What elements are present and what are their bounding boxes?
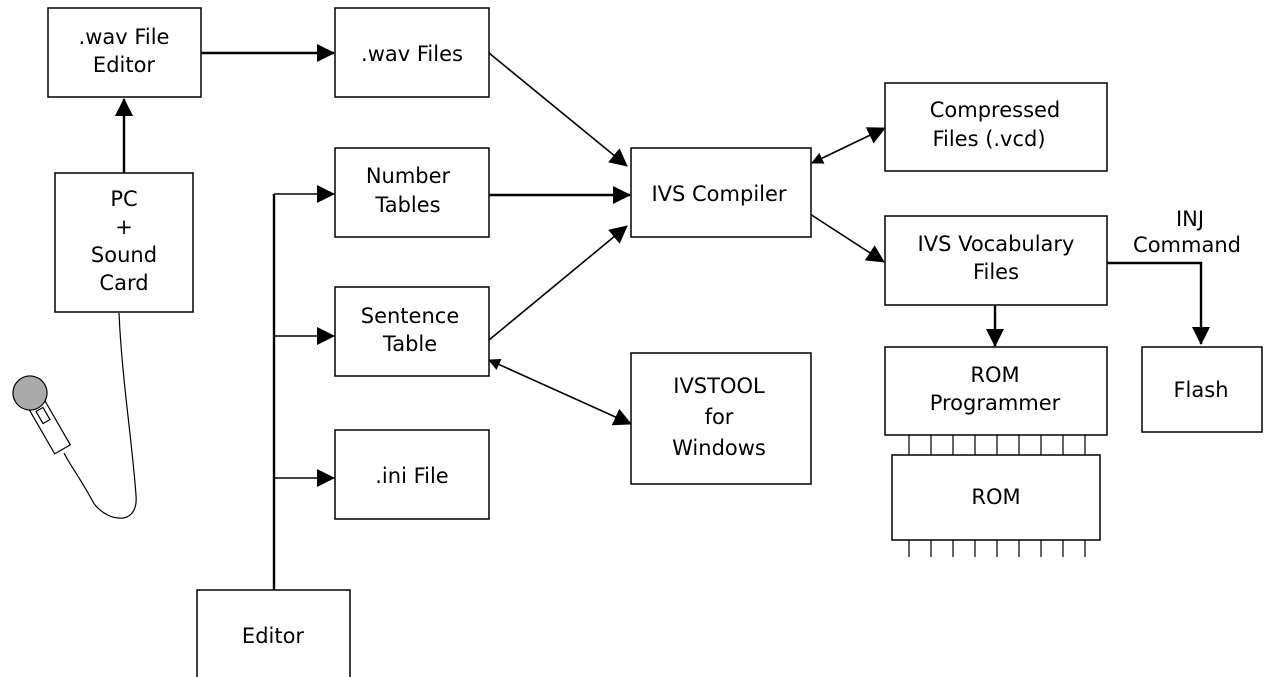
ivstool-box: IVSTOOL for Windows [630, 352, 812, 485]
ivs-compiler-label: IVS Compiler [651, 182, 786, 206]
wav-files-box: .wav Files [334, 7, 490, 98]
pc-label-2: + [115, 215, 133, 239]
ivs-vocabulary-files-box: IVS Vocabulary Files [884, 215, 1108, 306]
wav-file-editor-box: .wav File Editor [47, 7, 202, 98]
number-tables-box: Number Tables [334, 147, 490, 238]
rom-label: ROM [971, 485, 1020, 509]
microphone-icon [12, 312, 137, 519]
pc-label-4: Card [99, 271, 148, 295]
editor-label: Editor [242, 624, 305, 648]
compressed-files-label-1: Compressed [930, 98, 1061, 122]
ivs-vocabulary-label-1: IVS Vocabulary [918, 232, 1075, 256]
editor-box: Editor [196, 589, 351, 677]
flash-label: Flash [1173, 378, 1228, 402]
ivstool-label-1: IVSTOOL [673, 374, 765, 398]
rom-programmer-label-2: Programmer [930, 391, 1061, 415]
ini-file-label: .ini File [375, 464, 448, 488]
ivstool-label-2: for [705, 405, 734, 429]
pc-label-3: Sound [91, 243, 157, 267]
edge-compiler-to-vocab [809, 213, 885, 263]
edge-compiler-compressed [811, 127, 886, 164]
edge-sentence-table-to-compiler [488, 225, 628, 341]
ivstool-label-3: Windows [672, 436, 766, 460]
ivs-compiler-box: IVS Compiler [630, 147, 812, 238]
rom-programmer-pins [908, 435, 1086, 455]
edge-wav-files-to-compiler [488, 52, 628, 167]
edge-sentence-table-ivstool [488, 359, 632, 426]
wav-file-editor-label-2: Editor [93, 53, 156, 77]
compressed-files-box: Compressed Files (.vcd) [884, 82, 1108, 172]
sentence-table-label-2: Table [382, 332, 437, 356]
rom-pins [908, 540, 1086, 557]
number-tables-label-1: Number [366, 164, 451, 188]
rom-chip-box: ROM [891, 454, 1101, 541]
number-tables-label-2: Tables [374, 193, 440, 217]
ivs-vocabulary-label-2: Files [973, 260, 1019, 284]
pc-label-1: PC [110, 187, 137, 211]
sentence-table-box: Sentence Table [334, 286, 490, 377]
rom-programmer-box: ROM Programmer [884, 346, 1108, 436]
pc-sound-card-box: PC + Sound Card [54, 172, 194, 313]
sentence-table-label-1: Sentence [361, 304, 460, 328]
flash-box: Flash [1141, 346, 1263, 433]
inj-command-label-2: Command [1133, 233, 1241, 257]
wav-files-label: .wav Files [361, 42, 463, 66]
ini-file-box: .ini File [334, 429, 490, 520]
edge-vocab-to-flash [1107, 261, 1210, 345]
inj-command-label-1: INJ [1176, 207, 1204, 231]
wav-file-editor-label-1: .wav File [79, 25, 170, 49]
inj-command-annotation: INJ Command [1133, 207, 1241, 257]
compressed-files-label-2: Files (.vcd) [932, 127, 1045, 151]
rom-programmer-label-1: ROM [970, 363, 1019, 387]
